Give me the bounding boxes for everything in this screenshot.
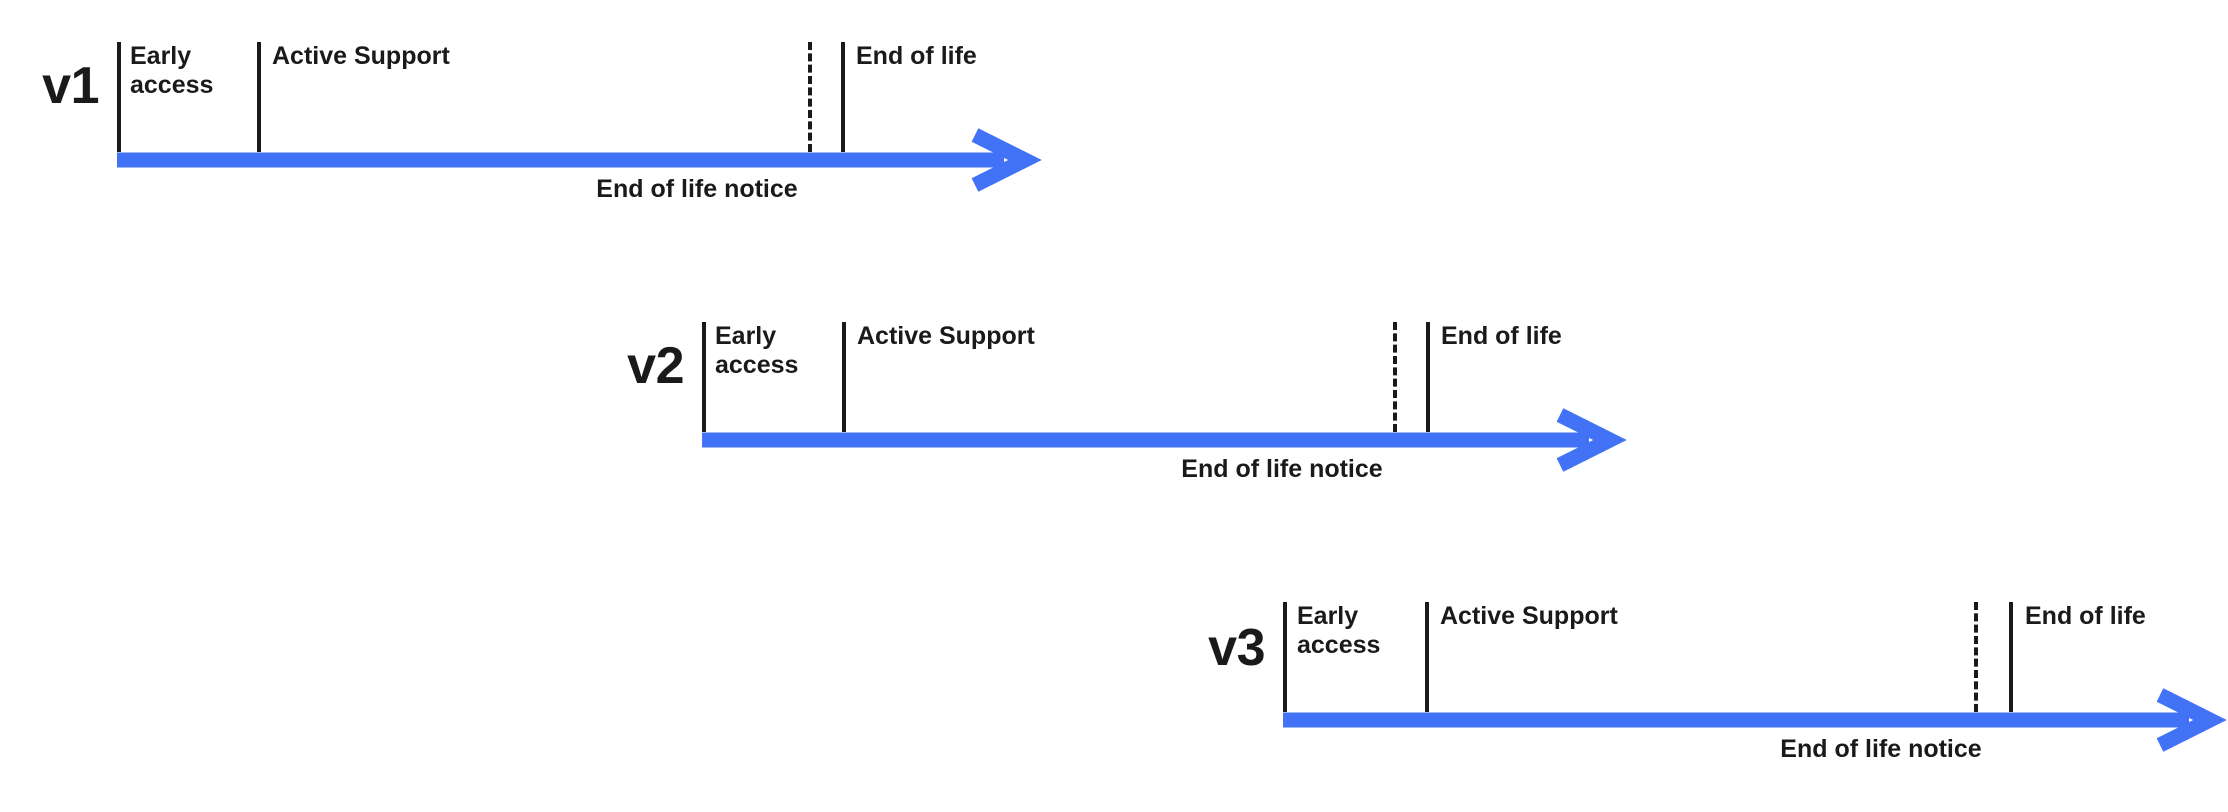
timeline-v1-end-of-life-divider <box>841 42 845 152</box>
timeline-v3-end-of-life-divider <box>2009 602 2013 712</box>
timeline-v2-phase-divider <box>842 322 846 432</box>
timeline-v3-phase-divider <box>1425 602 1429 712</box>
timeline-v2-arrow-icon <box>702 407 1627 472</box>
timeline-v2-phase-label-end-of-life: End of life <box>1441 322 1562 350</box>
timeline-v2-notice-marker <box>1393 322 1397 432</box>
version-label-v3: v3 <box>1208 619 1265 677</box>
timeline-v2-phase-label-early-access: Early access <box>715 322 799 379</box>
timeline-v1-notice-marker <box>808 42 812 152</box>
timeline-v2-phase-label-active-support: Active Support <box>857 322 1035 350</box>
timeline-v2-end-of-life-divider <box>1426 322 1430 432</box>
timeline-v1-arrow-icon <box>117 127 1042 192</box>
version-label-v2: v2 <box>627 337 684 395</box>
timeline-v3-phase-label-active-support: Active Support <box>1440 602 1618 630</box>
timeline-v1-phase-label-active-support: Active Support <box>272 42 450 70</box>
timeline-v3-arrow-icon <box>1283 687 2227 752</box>
version-label-v1: v1 <box>42 57 99 115</box>
timeline-v1-phase-label-early-access: Early access <box>130 42 214 99</box>
timeline-v3-notice-label: End of life notice <box>1780 735 1982 763</box>
timeline-v3-start-divider <box>1283 602 1287 712</box>
timeline-v1-phase-label-end-of-life: End of life <box>856 42 977 70</box>
timeline-v3-phase-label-end-of-life: End of life <box>2025 602 2146 630</box>
timeline-v2-start-divider <box>702 322 706 432</box>
timeline-v1-notice-label: End of life notice <box>596 175 798 203</box>
timeline-v1-phase-divider <box>257 42 261 152</box>
timeline-v3-notice-marker <box>1974 602 1978 712</box>
timeline-v2-notice-label: End of life notice <box>1181 455 1383 483</box>
timeline-v1-start-divider <box>117 42 121 152</box>
timeline-v3-phase-label-early-access: Early access <box>1297 602 1381 659</box>
